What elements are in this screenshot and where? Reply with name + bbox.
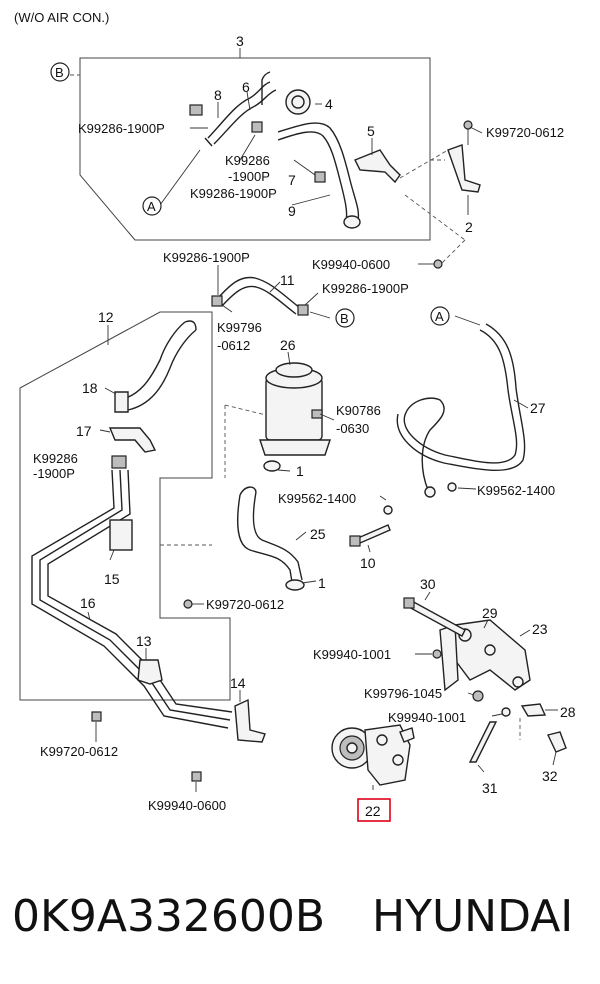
callout-15: 15 xyxy=(104,571,120,587)
code-16: K99940-1001 xyxy=(388,710,466,725)
callout-23: 23 xyxy=(532,621,548,637)
callout-11: 11 xyxy=(280,272,295,288)
bolt-30 xyxy=(406,599,466,637)
callout-28: 28 xyxy=(560,704,576,720)
code-9b: -0630 xyxy=(336,421,369,436)
hose-8 xyxy=(207,81,271,139)
code-8b: -0612 xyxy=(217,338,250,353)
callout-27: 27 xyxy=(530,400,546,416)
code-14: K99940-1001 xyxy=(313,647,391,662)
code-5: K99286-1900P xyxy=(163,250,250,265)
code-18: K99940-0600 xyxy=(148,798,226,813)
diagram-title: (W/O AIR CON.) xyxy=(14,10,109,25)
part-number: 0K9A332600B xyxy=(12,891,325,942)
bracket-5 xyxy=(354,149,401,184)
svg-text:B: B xyxy=(340,311,349,326)
code-3: K99286-1900P xyxy=(190,186,277,201)
group-3-outline xyxy=(79,57,431,241)
callout-16: 16 xyxy=(80,595,96,611)
callout-30: 30 xyxy=(420,576,436,592)
svg-text:A: A xyxy=(147,199,156,214)
code-15: K99796-1045 xyxy=(364,686,442,701)
callout-7: 7 xyxy=(288,172,296,188)
callout-14: 14 xyxy=(230,675,246,691)
hose-25 xyxy=(237,486,317,591)
callout-9: 9 xyxy=(288,203,296,219)
code-9a: K90786 xyxy=(336,403,381,418)
callout-31: 31 xyxy=(482,780,498,796)
hose-18 xyxy=(119,321,186,401)
code-10b: -1900P xyxy=(33,466,75,481)
ref-b-mid: B xyxy=(335,308,355,328)
code-4: K99720-0612 xyxy=(486,125,564,140)
hose-17 xyxy=(108,427,157,453)
reservoir-26 xyxy=(224,351,335,478)
pump-bracket-group xyxy=(403,591,567,773)
sensor-32 xyxy=(547,731,567,753)
callout-12: 12 xyxy=(98,309,114,325)
code-13: K99720-0612 xyxy=(206,597,284,612)
code-8a: K99796 xyxy=(217,320,262,335)
highlight-box-22 xyxy=(357,798,391,822)
code-1: K99286-1900P xyxy=(78,121,165,136)
callout-1: 1 xyxy=(296,463,304,479)
svg-text:A: A xyxy=(435,309,444,324)
brand-name: HYUNDAI xyxy=(372,891,573,942)
callout-22: 22 xyxy=(365,803,381,819)
callout-32: 32 xyxy=(542,768,558,784)
callout-26: 26 xyxy=(280,337,296,353)
bracket-2 xyxy=(399,120,483,266)
callout-17: 17 xyxy=(76,423,92,439)
power-steering-pump-22 xyxy=(331,724,415,822)
callout-1b: 1 xyxy=(318,575,326,591)
svg-text:B: B xyxy=(55,65,64,80)
hose-9 xyxy=(277,122,360,221)
callout-2: 2 xyxy=(465,219,473,235)
callout-10: 10 xyxy=(360,555,376,571)
callout-8: 8 xyxy=(214,87,222,103)
clamp-8 xyxy=(189,104,203,116)
code-6: K99940-0600 xyxy=(312,257,390,272)
callout-18: 18 xyxy=(82,380,98,396)
code-2b: -1900P xyxy=(228,169,270,184)
callout-4: 4 xyxy=(325,96,333,112)
callout-29: 29 xyxy=(482,605,498,621)
code-10a: K99286 xyxy=(33,451,78,466)
callout-5: 5 xyxy=(367,123,375,139)
bracket-13 xyxy=(137,659,163,685)
bolt-10 xyxy=(349,495,393,553)
code-17: K99720-0612 xyxy=(40,744,118,759)
ref-b-top: B xyxy=(50,62,70,82)
callout-6: 6 xyxy=(242,79,250,95)
callout-3: 3 xyxy=(236,33,244,49)
code-2a: K99286 xyxy=(225,153,270,168)
clamp-6 xyxy=(251,121,263,133)
hose-11 xyxy=(211,259,443,319)
bolt-31 xyxy=(468,721,498,763)
top-hose-group xyxy=(70,48,431,241)
ref-a-mid: A xyxy=(430,306,450,326)
bracket-14 xyxy=(234,698,266,743)
ref-a-top: A xyxy=(142,196,162,216)
tube-assembly-12 xyxy=(19,311,266,792)
callout-13: 13 xyxy=(136,633,152,649)
line-27 xyxy=(396,315,529,498)
code-11: K99562-1400 xyxy=(278,491,356,506)
code-7: K99286-1900P xyxy=(322,281,409,296)
callout-25: 25 xyxy=(310,526,326,542)
code-12: K99562-1400 xyxy=(477,483,555,498)
